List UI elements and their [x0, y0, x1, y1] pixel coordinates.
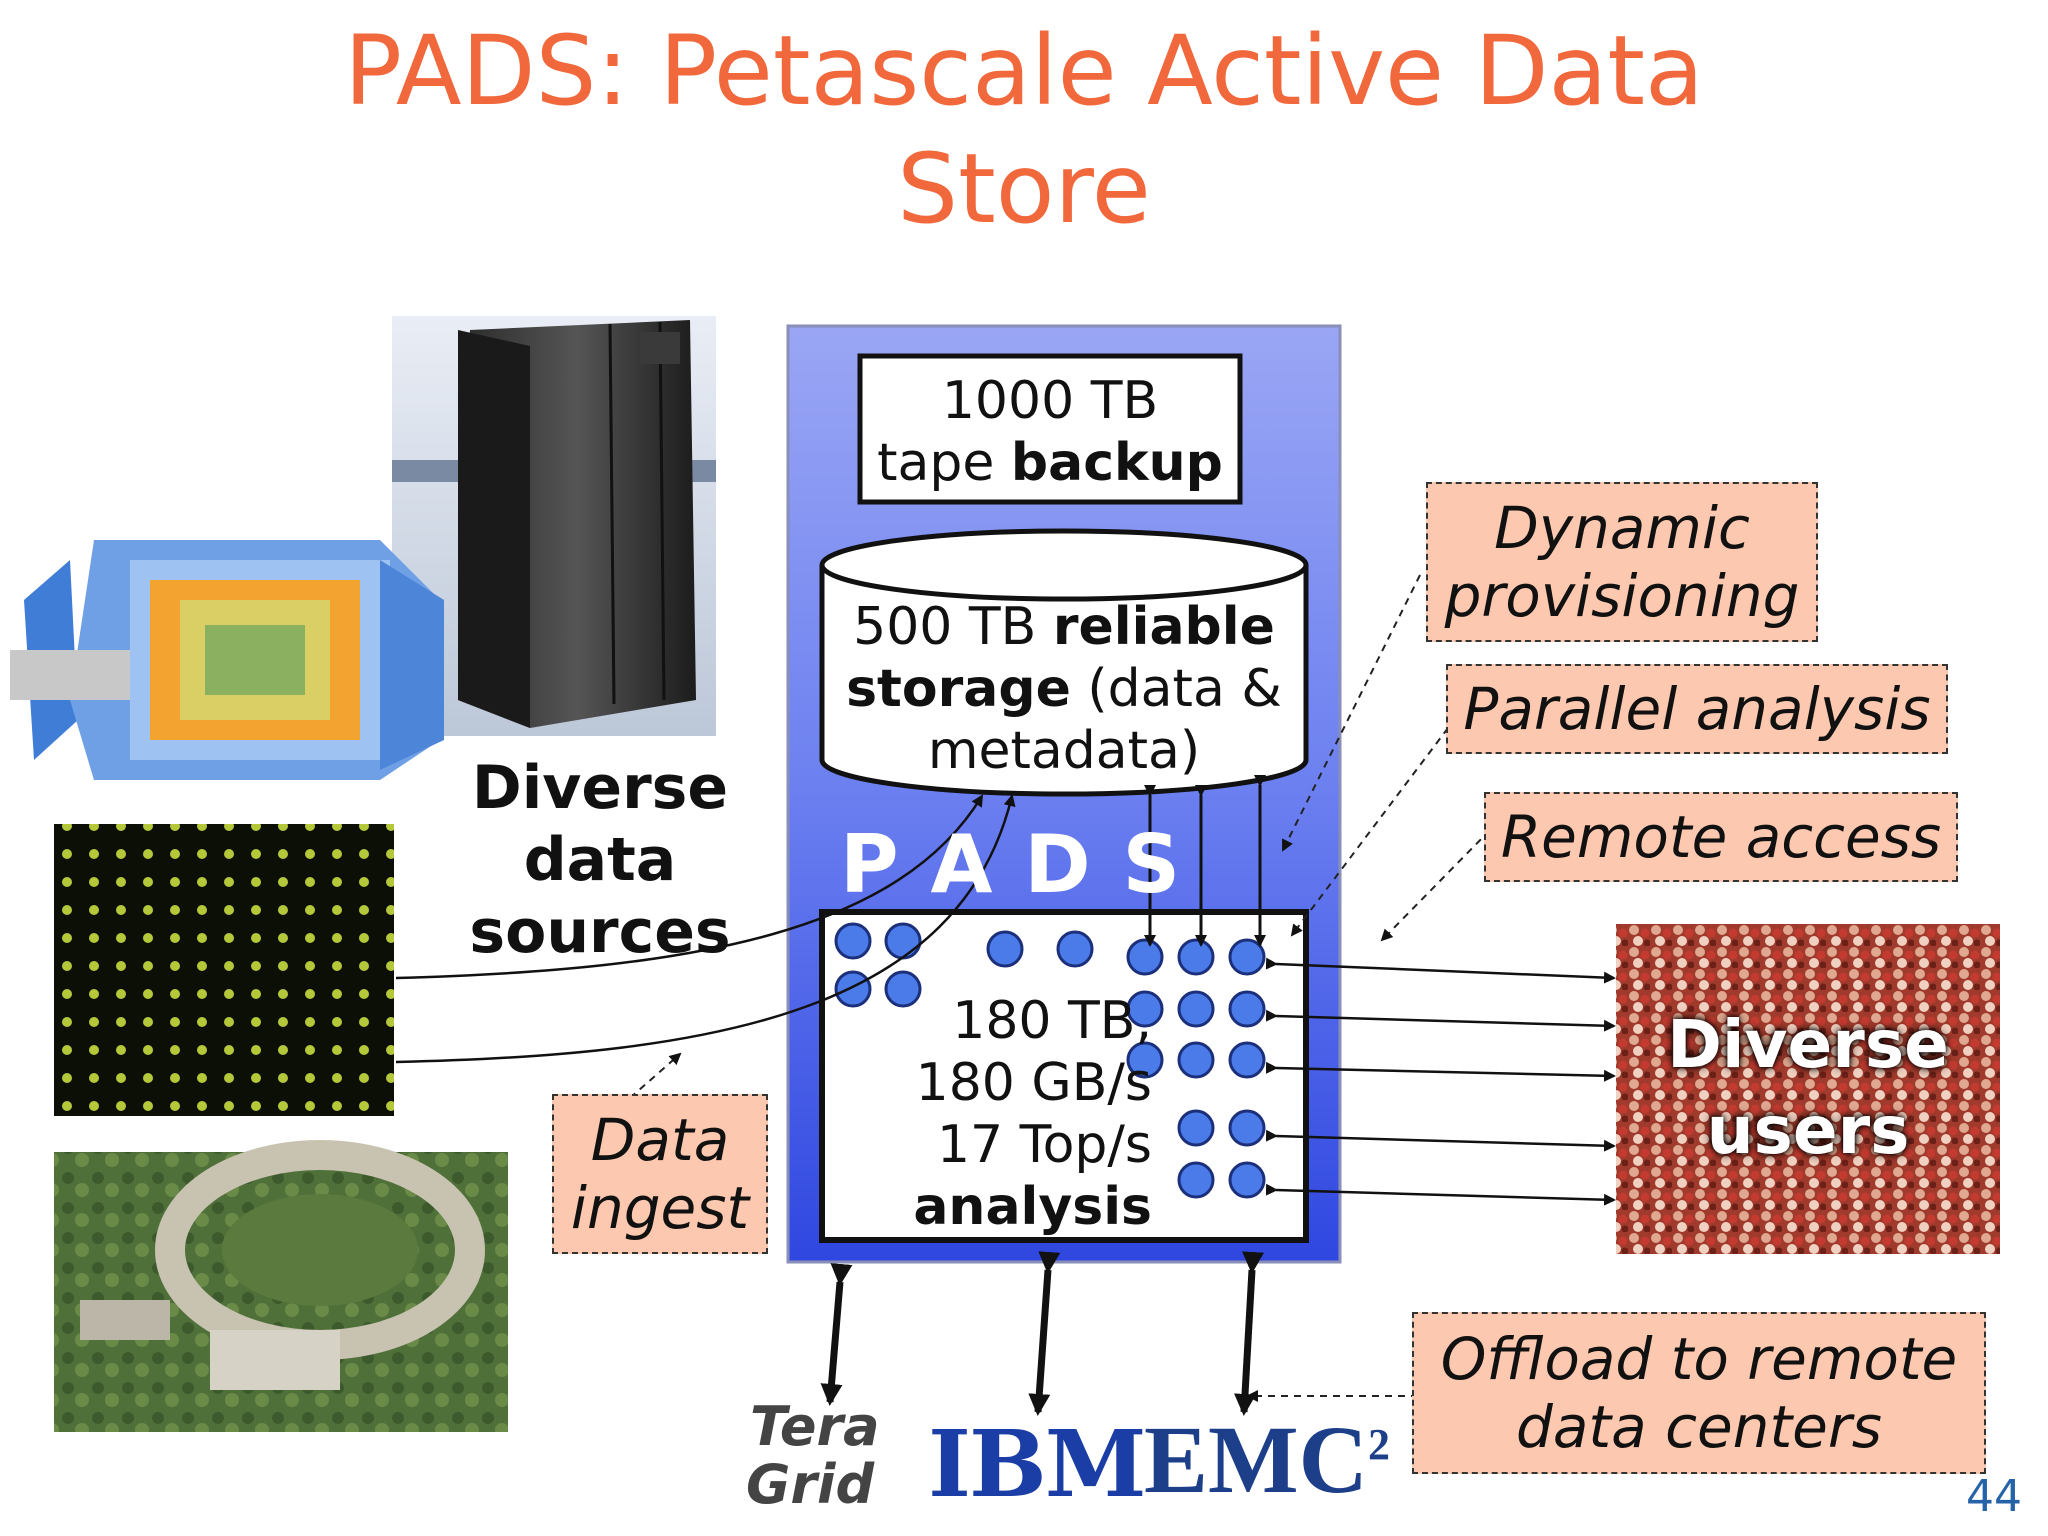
data-sources-label: Diverse data sources: [446, 752, 754, 968]
callout-ingest-line2: ingest: [570, 1174, 750, 1242]
storage-analysis-arrows: [1144, 775, 1266, 947]
pads-label: P A D S: [840, 818, 1183, 911]
teragrid-logo-line2: Grid: [746, 1453, 875, 1516]
slide-title-line1: PADS: Petascale Active Data: [344, 15, 1704, 127]
analysis-node: [1126, 990, 1164, 1028]
aerial-facility-image: [54, 1140, 508, 1432]
storage-line2-plain: (data &: [1070, 659, 1282, 719]
connector-ingest: [629, 1052, 682, 1099]
data-sources-line1: Diverse: [471, 753, 729, 823]
analysis-node: [1177, 1109, 1215, 1147]
user-arrows: [1265, 957, 1616, 1206]
particle-detector-image: [10, 540, 444, 780]
callout-parallel-analysis: Parallel analysis: [1446, 664, 1948, 754]
analysis-node: [1177, 1161, 1215, 1199]
storage-line1-plain: 500 TB: [853, 597, 1053, 657]
storage-line1-bold: reliable: [1052, 597, 1275, 657]
data-sources-line2: data: [523, 825, 677, 895]
user-arrow-3: [1265, 1061, 1616, 1082]
callout-dynamic-line1: Dynamic: [1494, 494, 1750, 562]
analysis-box: [819, 909, 1309, 1243]
analysis-node: [1228, 938, 1266, 976]
storage-line2: storage (data &: [822, 658, 1306, 720]
user-arrow-2: [1265, 1009, 1616, 1032]
tape-line1: 1000 TB: [941, 371, 1159, 431]
microarray-image: [54, 824, 394, 1116]
ingest-curve-1: [395, 794, 984, 980]
diverse-users-label: Diverse users: [1616, 1002, 2000, 1174]
tape-backup-box: [857, 353, 1243, 505]
page-number: 44: [1966, 1471, 2022, 1522]
analysis-line4: analysis: [913, 1177, 1152, 1237]
diverse-users-line2: users: [1706, 1092, 1910, 1169]
vendor-arrow-emc: [1234, 1251, 1264, 1416]
slide-title-line2: Store: [897, 133, 1151, 245]
storage-cylinder: [819, 528, 1309, 797]
emc-logo-sup: 2: [1367, 1420, 1390, 1469]
connector-parallel: [1290, 727, 1449, 937]
user-arrow-1: [1265, 957, 1616, 984]
callout-offload-line2: data centers: [1516, 1393, 1882, 1461]
analysis-node: [1126, 938, 1164, 976]
teragrid-logo-line1: Tera: [750, 1395, 880, 1458]
storage-line2-bold: storage: [846, 659, 1071, 719]
analysis-node: [1177, 990, 1215, 1028]
storage-line1: 500 TB reliable: [822, 596, 1306, 658]
user-arrow-5: [1265, 1183, 1616, 1206]
vendor-arrows: [820, 1251, 1264, 1416]
callout-remote-access: Remote access: [1484, 792, 1958, 882]
connector-remote: [1380, 829, 1491, 942]
analysis-node: [1228, 1161, 1266, 1199]
emc-logo-text: EMC: [1144, 1406, 1368, 1513]
callout-dynamic-provisioning: Dynamic provisioning: [1426, 482, 1818, 642]
diverse-users-line1: Diverse: [1667, 1006, 1949, 1083]
analysis-node: [986, 930, 1024, 968]
analysis-line1: 180 TB,: [952, 991, 1152, 1051]
analysis-node: [1228, 1109, 1266, 1147]
tape-line2-plain: tape: [877, 433, 1011, 493]
callout-data-ingest: Data ingest: [552, 1094, 768, 1254]
tape-line2-bold: backup: [1010, 433, 1223, 493]
analysis-node: [1126, 1041, 1164, 1079]
ingest-curve-2: [395, 794, 1016, 1064]
analysis-text: 180 TB, 180 GB/s 17 Top/s analysis: [862, 990, 1152, 1238]
callout-offload-line1: Offload to remote: [1440, 1325, 1958, 1393]
analysis-node: [1177, 938, 1215, 976]
analysis-node: [884, 970, 922, 1008]
analysis-node: [834, 970, 872, 1008]
callout-offload: Offload to remote data centers: [1412, 1312, 1986, 1474]
storage-text: 500 TB reliable storage (data & metadata…: [822, 596, 1306, 782]
storage-line3: metadata): [927, 721, 1201, 781]
emc-logo: EMC2: [1144, 1404, 1390, 1515]
analysis-nodes: [834, 922, 1266, 1199]
callout-ingest-line1: Data: [590, 1106, 730, 1174]
ingest-curves: [395, 794, 1016, 1064]
slide-title: PADS: Petascale Active Data Store: [0, 12, 2048, 248]
analysis-line2: 180 GB/s: [915, 1053, 1152, 1113]
analysis-node: [834, 922, 872, 960]
teragrid-logo: Tera Grid: [746, 1398, 880, 1514]
callout-connectors: [629, 574, 1491, 1402]
analysis-node: [1177, 1041, 1215, 1079]
user-arrow-4: [1265, 1129, 1616, 1152]
vendor-arrow-teragrid: [820, 1263, 853, 1406]
analysis-node: [1056, 930, 1094, 968]
tape-line2: tape backup: [860, 432, 1240, 494]
ibm-logo: IBM: [928, 1410, 1147, 1518]
tape-backup-text: 1000 TB tape backup: [860, 370, 1240, 494]
analysis-node: [884, 922, 922, 960]
supercomputer-image: [392, 316, 716, 736]
crowd-image: [1616, 924, 2000, 1254]
analysis-node: [1228, 990, 1266, 1028]
analysis-line3: 17 Top/s: [936, 1115, 1152, 1175]
callout-dynamic-line2: provisioning: [1444, 562, 1800, 630]
data-sources-line3: sources: [469, 897, 731, 967]
analysis-node: [1228, 1041, 1266, 1079]
vendor-arrow-ibm: [1028, 1251, 1061, 1416]
